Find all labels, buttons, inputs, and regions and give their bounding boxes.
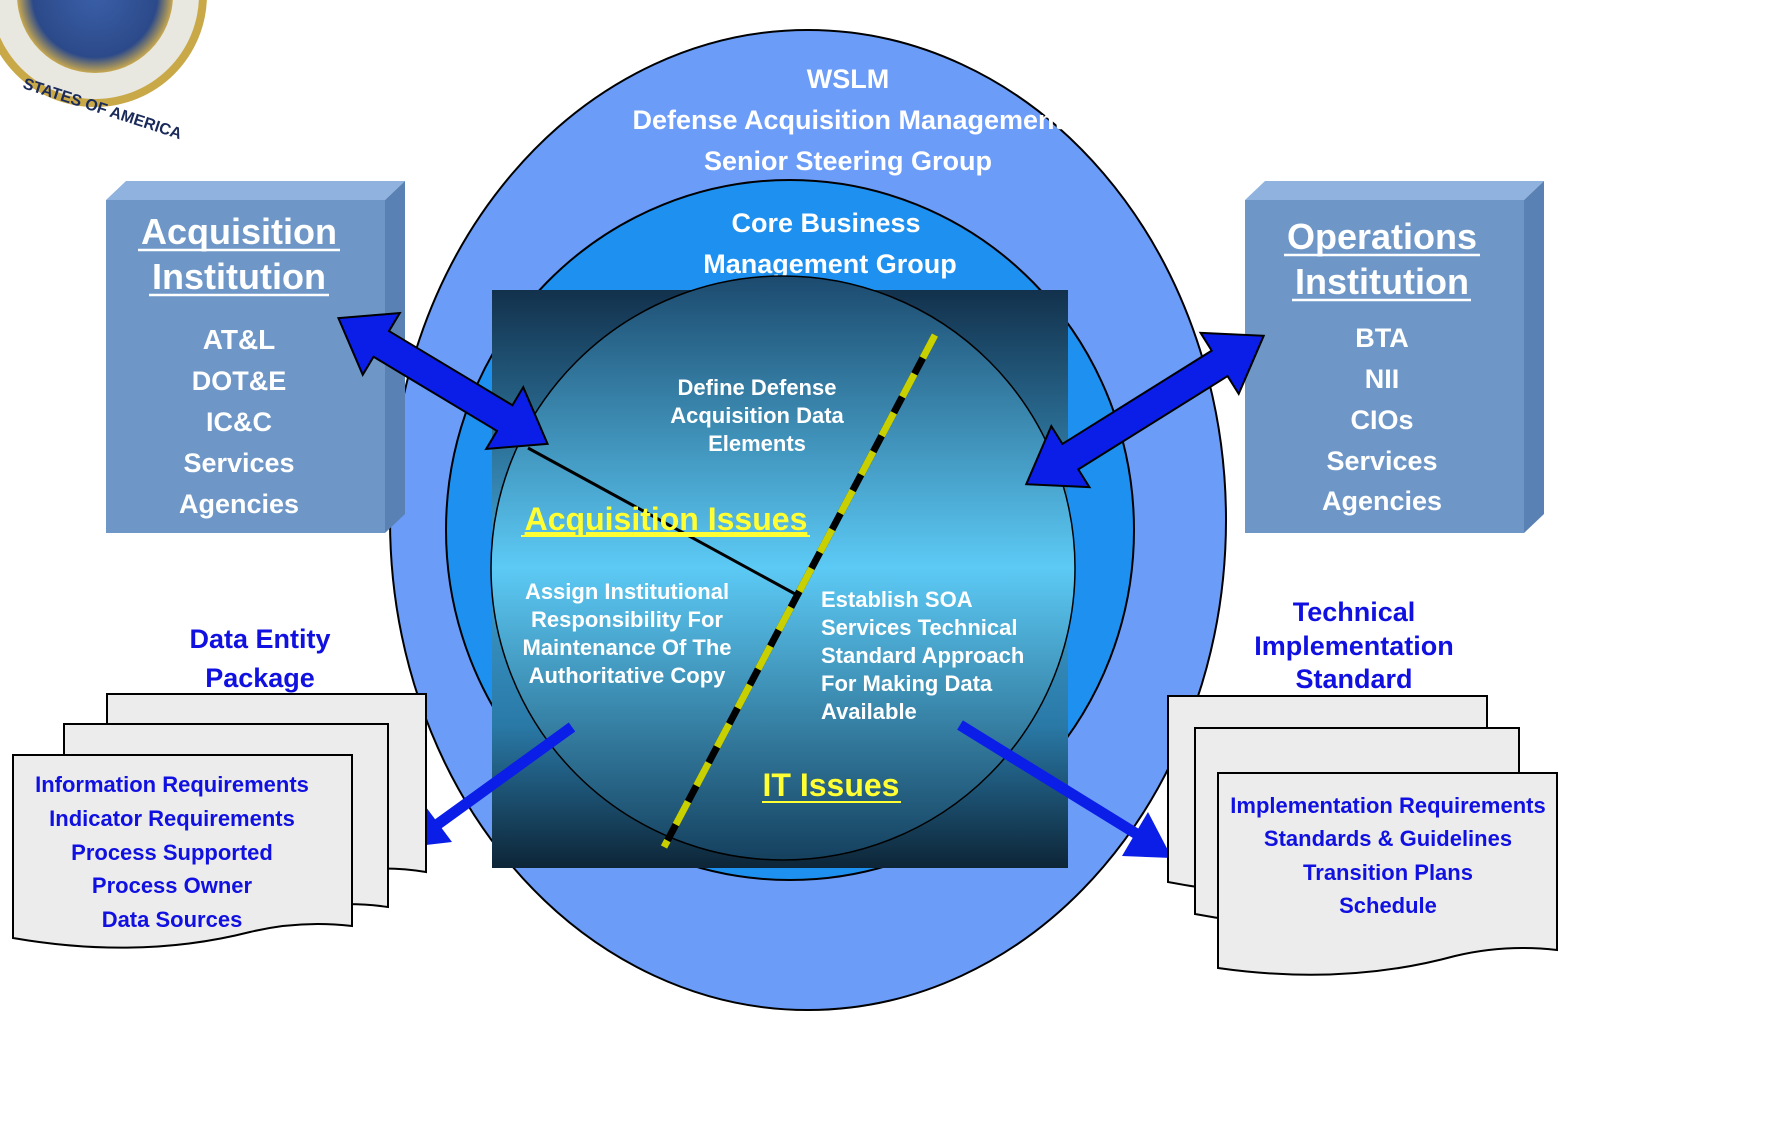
assign-text-1: Assign Institutional [525,579,729,604]
establish-text-3: Standard Approach [821,643,1024,668]
technical-item-3: Transition Plans [1303,860,1473,885]
technical-title-1: Technical [1293,597,1416,627]
ops-box-top [1245,181,1544,200]
technical-item-4: Schedule [1339,893,1437,918]
assign-text-2: Responsibility For [531,607,723,632]
ops-item-5: Agencies [1322,486,1442,516]
establish-text-1: Establish SOA [821,587,973,612]
dod-seal: STATES OF AMERICA [0,0,207,143]
acquisition-institution-box: Acquisition Institution AT&L DOT&E IC&C … [106,181,405,533]
acq-item-4: Services [183,448,294,478]
assign-text-3: Maintenance Of The [522,635,731,660]
establish-text-4: For Making Data [821,671,993,696]
define-text-1: Define Defense [678,375,837,400]
seal-center [17,0,173,73]
acq-box-front [106,200,385,533]
middle-circle-label-1: Core Business [731,208,920,238]
data-entity-item-2: Indicator Requirements [49,806,295,831]
acq-title-1: Acquisition [141,211,337,252]
define-text-2: Acquisition Data [670,403,844,428]
outer-circle-label-3: Senior Steering Group [704,146,992,176]
acq-item-5: Agencies [179,489,299,519]
ops-item-3: CIOs [1350,405,1413,435]
acq-item-1: AT&L [203,324,276,355]
middle-circle-label-2: Management Group [703,249,957,279]
technical-item-1: Implementation Requirements [1230,793,1545,818]
data-entity-item-5: Data Sources [102,907,243,932]
data-entity-title-1: Data Entity [189,624,330,654]
data-entity-item-4: Process Owner [92,873,253,898]
operations-institution-box: Operations Institution BTA NII CIOs Serv… [1245,181,1544,533]
ops-title-2: Institution [1295,261,1469,302]
acquisition-double-arrow [336,311,550,451]
technical-title-3: Standard [1295,664,1412,694]
assign-text-4: Authoritative Copy [529,663,727,688]
establish-text-2: Services Technical [821,615,1018,640]
document-page-front [1217,772,1558,976]
document-page-front [12,754,353,949]
outer-circle-label-1: WSLM [807,64,889,94]
data-entity-item-3: Process Supported [71,840,273,865]
it-issues-label: IT Issues [763,767,900,803]
ops-item-4: Services [1326,446,1437,476]
acquisition-issues-label: Acquisition Issues [525,501,808,537]
data-entity-document-stack: Information Requirements Indicator Requi… [12,693,427,949]
ops-item-1: BTA [1355,323,1409,353]
define-text-3: Elements [708,431,806,456]
ops-item-2: NII [1365,364,1400,394]
technical-item-2: Standards & Guidelines [1264,826,1512,851]
inner-circle [490,275,1076,861]
acq-item-2: DOT&E [192,366,287,396]
acq-item-3: IC&C [206,407,272,437]
divider-line [527,446,798,597]
diagonal-divider-dashes [660,333,939,849]
technical-title-2: Implementation [1254,631,1454,661]
data-entity-item-1: Information Requirements [35,772,309,797]
operations-double-arrow [1024,331,1266,489]
technical-document-stack: Implementation Requirements Standards & … [1167,695,1558,976]
outer-circle-label-2: Defense Acquisition Management [632,105,1063,135]
data-entity-title-2: Package [205,663,315,693]
ops-title-1: Operations [1287,216,1477,257]
acq-box-top [106,181,405,200]
acq-title-2: Institution [152,256,326,297]
ops-box-side [1524,181,1544,533]
arrow-to-technical-standard [957,720,1172,858]
establish-text-5: Available [821,699,917,724]
